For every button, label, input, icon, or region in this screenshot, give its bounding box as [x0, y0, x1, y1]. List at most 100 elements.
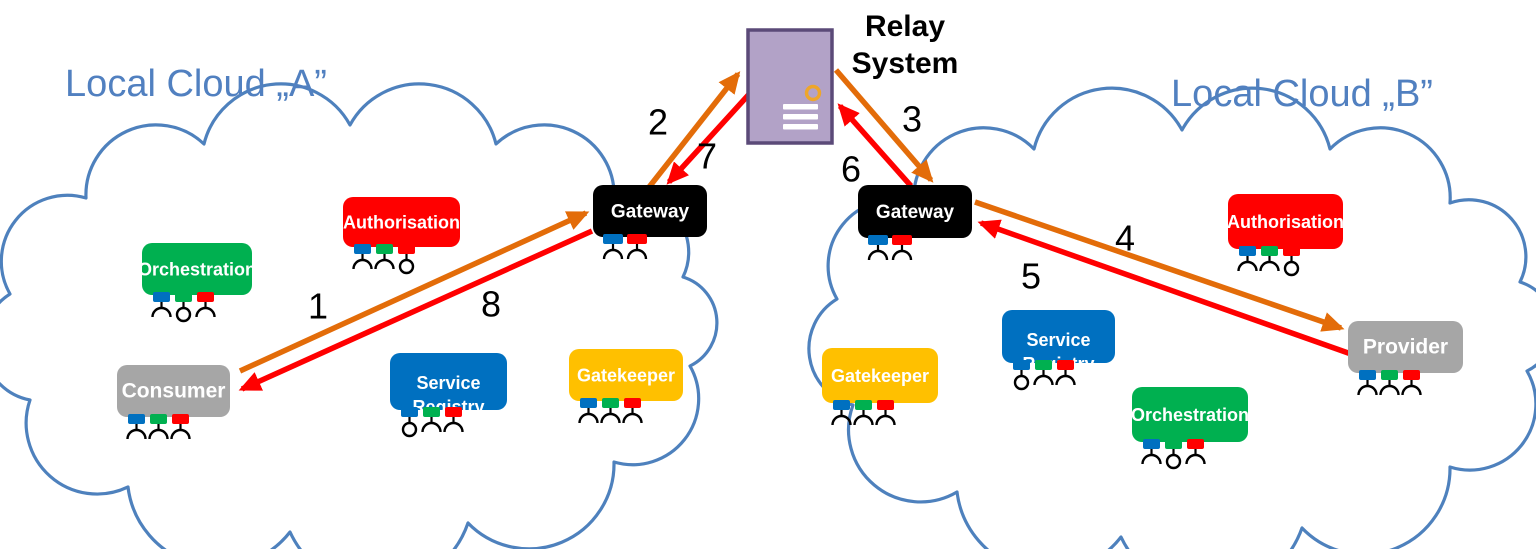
relay-vent-bar-3	[783, 124, 818, 130]
arrow-1	[238, 210, 590, 374]
service-registry-b-connector-1-lollipop-icon	[1013, 360, 1030, 391]
gatekeeper-a-label: Gatekeeper	[577, 366, 675, 386]
sequence-number-1: 1	[308, 286, 328, 327]
node-service-registry-b: ServiceRegistry	[1002, 310, 1115, 391]
node-authorisation-a: Authorisation	[343, 197, 460, 275]
authorisation-a-connector-2-socket-icon	[374, 244, 395, 270]
node-orchestration-b: Orchestration	[1131, 387, 1249, 470]
sequence-numbers-layer: 1 2 3 4 5 6 7 8	[308, 99, 1135, 327]
orchestration-a-connector-2-lollipop-icon	[175, 292, 192, 323]
authorisation-b-label: Authorisation	[1227, 212, 1344, 232]
arrow-6-line	[837, 103, 914, 188]
relay-power-ring-icon	[804, 84, 822, 102]
relay-server-icon	[746, 28, 834, 145]
orchestration-b-box	[1132, 387, 1248, 442]
sequence-number-6: 6	[841, 149, 861, 190]
gateway-b-box	[858, 185, 972, 238]
sequence-number-4: 4	[1115, 218, 1135, 259]
provider-connector-2-socket-icon	[1379, 370, 1400, 396]
gateway-a-connector-1-socket-icon	[602, 234, 624, 260]
authorisation-a-connector-1-socket-icon	[352, 244, 373, 270]
sequence-number-5: 5	[1021, 256, 1041, 297]
gatekeeper-b-box	[822, 348, 938, 403]
relay-system-title: Relay System	[851, 10, 959, 80]
arrow-1-line	[238, 210, 590, 374]
gatekeeper-b-connector-3-socket-icon	[875, 400, 896, 426]
message-arrows-layer	[238, 68, 1352, 392]
authorisation-b-connector-3-lollipop-icon	[1283, 246, 1300, 277]
consumer-box	[117, 365, 230, 417]
gatekeeper-a-connector-2-socket-icon	[600, 398, 621, 424]
sequence-number-2: 2	[648, 102, 668, 143]
node-authorisation-b: Authorisation	[1227, 194, 1344, 277]
node-provider: Provider	[1348, 321, 1463, 396]
sequence-number-3: 3	[902, 99, 922, 140]
arrow-7	[666, 89, 755, 185]
node-consumer: Consumer	[117, 365, 230, 440]
orchestration-a-label: Orchestration	[138, 260, 256, 280]
consumer-connector-3-socket-icon	[170, 414, 191, 440]
service-registry-b-connector-2-socket-icon	[1033, 360, 1054, 386]
service-registry-b-box	[1002, 310, 1115, 363]
arrow-8-line	[238, 228, 594, 392]
arrow-8	[238, 228, 594, 392]
gatekeeper-b-label: Gatekeeper	[831, 366, 929, 386]
local-cloud-b-title: Local Cloud „B”	[1171, 73, 1433, 115]
gateway-b-connector-1-socket-icon	[867, 235, 889, 261]
cloud-b-outline	[807, 86, 1536, 549]
service-registry-a-connector-2-socket-icon	[421, 407, 442, 433]
node-orchestration-a: Orchestration	[138, 243, 256, 323]
orchestration-a-connector-3-socket-icon	[195, 292, 216, 318]
node-gateway-a: Gateway	[593, 185, 707, 260]
orchestration-b-connector-1-socket-icon	[1141, 439, 1162, 465]
node-gateway-b: Gateway	[858, 185, 972, 261]
arrow-7-line	[666, 89, 755, 185]
orchestration-b-connector-2-lollipop-icon	[1165, 439, 1182, 470]
arrow-4	[974, 199, 1345, 332]
consumer-label: Consumer	[122, 380, 226, 403]
relay-vent-bar-2	[783, 114, 818, 120]
gateway-b-connector-2-socket-icon	[891, 235, 913, 261]
arrow-3	[833, 68, 934, 183]
orchestration-b-connector-3-socket-icon	[1185, 439, 1206, 465]
authorisation-b-connector-1-socket-icon	[1237, 246, 1258, 272]
authorisation-a-label: Authorisation	[343, 213, 460, 233]
orchestration-a-box	[142, 243, 252, 295]
arrow-3-line	[833, 68, 934, 183]
consumer-connector-2-socket-icon	[148, 414, 169, 440]
gateway-b-label: Gateway	[876, 202, 955, 223]
orchestration-b-label: Orchestration	[1131, 405, 1249, 425]
authorisation-a-box	[343, 197, 460, 247]
provider-connector-1-socket-icon	[1357, 370, 1378, 396]
service-registry-b-connector-3-socket-icon	[1055, 360, 1076, 386]
gatekeeper-a-connector-1-socket-icon	[578, 398, 599, 424]
service-registry-a-connector-3-socket-icon	[443, 407, 464, 433]
gatekeeper-b-connector-2-socket-icon	[853, 400, 874, 426]
arrow-5-line	[977, 219, 1352, 357]
local-cloud-a-title: Local Cloud „A”	[65, 63, 327, 105]
gateway-a-label: Gateway	[611, 202, 690, 223]
node-service-registry-a: ServiceRegistry	[390, 353, 507, 438]
sequence-number-7: 7	[697, 136, 717, 177]
relay-vent-bar-1	[783, 104, 818, 110]
provider-label: Provider	[1363, 336, 1448, 359]
consumer-connector-1-socket-icon	[126, 414, 147, 440]
service-registry-a-connector-1-lollipop-icon	[401, 407, 418, 438]
authorisation-b-connector-2-socket-icon	[1259, 246, 1280, 272]
gateway-a-connector-2-socket-icon	[626, 234, 648, 260]
provider-box	[1348, 321, 1463, 373]
authorisation-a-connector-3-lollipop-icon	[398, 244, 415, 275]
gatekeeper-a-connector-3-socket-icon	[622, 398, 643, 424]
authorisation-b-box	[1228, 194, 1343, 249]
sequence-number-8: 8	[481, 284, 501, 325]
arrow-4-line	[974, 199, 1345, 332]
arrow-6	[837, 103, 914, 188]
arrow-5	[977, 219, 1352, 357]
arrow-2-line	[643, 71, 741, 193]
node-gatekeeper-b: Gatekeeper	[822, 348, 938, 426]
service-registry-a-box	[390, 353, 507, 410]
node-gatekeeper-a: Gatekeeper	[569, 349, 683, 424]
